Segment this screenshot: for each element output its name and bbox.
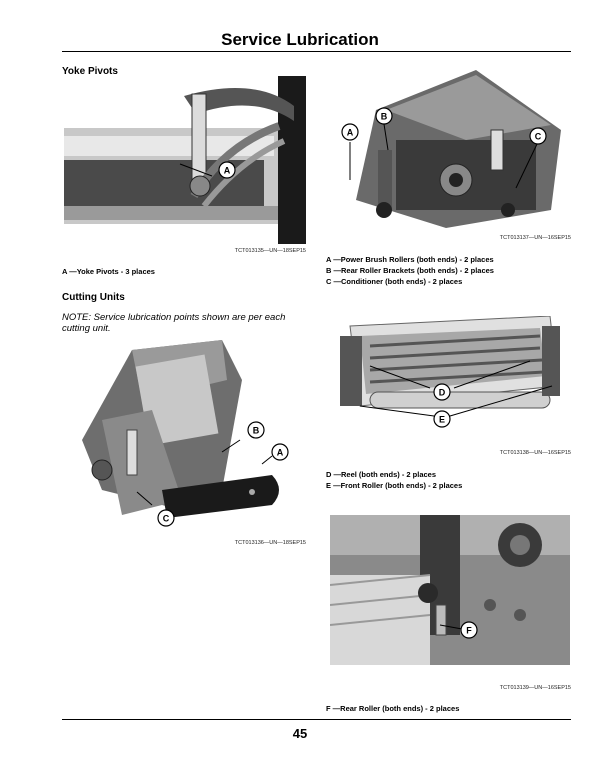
yoke-pivots-illustration: A [64,76,306,244]
rear-roller-illustration: F [329,515,570,665]
cutting-figure-id: TCT013136—UN—18SEP15 [234,540,306,546]
caption-d: D —Reel (both ends) - 2 places [326,470,437,479]
callout-b-marker [375,107,393,125]
title-rule [62,51,571,52]
caption-e: E —Front Roller (both ends) - 2 places [326,481,463,490]
yoke-pivots-heading: Yoke Pivots [62,66,118,77]
callout-c-marker [157,509,175,527]
svg-text:C: C [535,132,542,142]
svg-text:F: F [466,626,472,636]
cutting-unit-illustration: B A C [72,340,300,528]
caption-a: A —Power Brush Rollers (both ends) - 2 p… [326,255,494,264]
svg-text:B: B [253,426,260,436]
svg-text:B: B [381,112,388,122]
svg-text:D: D [439,388,446,398]
page-number: 45 [292,726,308,741]
cutting-units-note: NOTE: Service lubrication points shown a… [62,312,286,334]
footer-rule [62,719,571,720]
callout-e-marker [433,410,451,428]
caption-f: F —Rear Roller (both ends) - 2 places [326,704,460,713]
brush-rollers-illustration: A B C [326,70,571,230]
page-title: Service Lubrication [221,30,379,49]
fig3-captions: F —Rear Roller (both ends) - 2 places [326,703,459,714]
reel-illustration: D E [330,315,562,432]
cutting-units-heading: Cutting Units [62,292,125,303]
callout-d-marker [433,383,451,401]
fig1-captions: A —Power Brush Rollers (both ends) - 2 p… [326,254,494,287]
caption-c: C —Conditioner (both ends) - 2 places [326,277,463,286]
callout-b-marker [247,421,265,439]
callout-f-marker [460,621,478,639]
fig2-figure-id: TCT013138—UN—16SEP15 [499,450,571,456]
fig1-figure-id: TCT013137—UN—16SEP15 [499,235,571,241]
callout-a-marker [271,443,289,461]
callout-c-marker [529,127,547,145]
svg-text:A: A [347,128,354,138]
svg-text:A: A [277,448,284,458]
fig2-captions: D —Reel (both ends) - 2 places E —Front … [326,469,462,491]
callout-a-marker [218,161,236,179]
svg-text:E: E [439,415,445,425]
yoke-figure-id: TCT013135—UN—18SEP15 [234,248,306,254]
yoke-caption: A —Yoke Pivots - 3 places [62,267,155,276]
fig3-figure-id: TCT013139—UN—16SEP15 [499,685,571,691]
callout-a-marker [341,123,359,141]
caption-b: B —Rear Roller Brackets (both ends) - 2 … [326,266,494,275]
callout-a-label: A [224,166,231,176]
svg-text:C: C [163,514,170,524]
